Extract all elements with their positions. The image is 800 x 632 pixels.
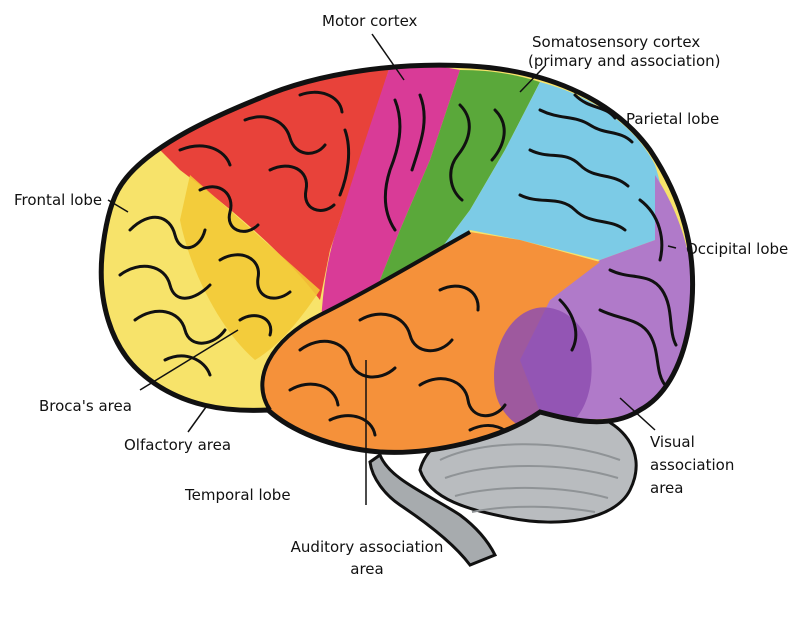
label-somatosensory-line2: (primary and association) xyxy=(528,52,721,70)
region-broca xyxy=(180,175,320,360)
region-somatosensory xyxy=(360,70,540,330)
label-parietal-lobe: Parietal lobe xyxy=(626,110,720,128)
region-visual-association xyxy=(494,307,592,433)
label-visual-line2: association xyxy=(650,456,735,474)
region-prefrontal xyxy=(150,66,390,300)
label-visual-line3: area xyxy=(650,479,684,497)
region-motor-cortex xyxy=(320,65,460,340)
label-auditory-line2: area xyxy=(350,560,384,578)
label-motor-cortex: Motor cortex xyxy=(322,12,418,30)
label-frontal-lobe: Frontal lobe xyxy=(14,191,103,209)
label-occipital-lobe: Occipital lobe xyxy=(686,240,789,258)
label-brocas-area: Broca's area xyxy=(39,397,132,415)
label-temporal-lobe: Temporal lobe xyxy=(185,486,291,504)
region-parietal xyxy=(440,82,663,260)
label-olfactory-area: Olfactory area xyxy=(124,436,232,454)
leader-lines xyxy=(107,33,677,505)
label-auditory-line1: Auditory association xyxy=(290,538,444,556)
label-somatosensory-line1: Somatosensory cortex xyxy=(532,33,701,51)
label-visual-line1: Visual xyxy=(650,433,695,451)
brainstem xyxy=(368,452,498,567)
